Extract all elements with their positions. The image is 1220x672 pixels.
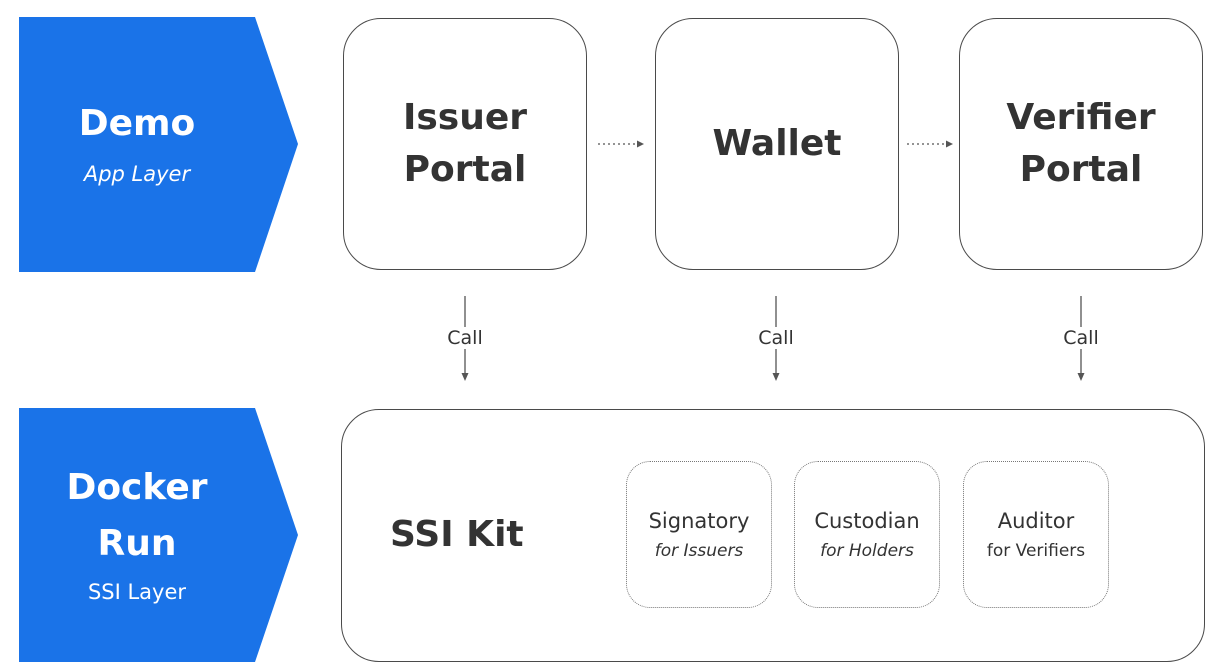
custodian-service: Custodian for Holders: [794, 461, 940, 608]
issuer-portal-box: Issuer Portal: [343, 18, 587, 270]
issuer-portal-label: Issuer Portal: [402, 97, 528, 190]
call-label: Call: [1051, 327, 1111, 349]
signatory-service: Signatory for Issuers: [626, 461, 772, 608]
wallet-label: Wallet: [712, 123, 842, 164]
wallet-call-connector: Call: [746, 296, 806, 382]
chevron-shape: [19, 17, 298, 272]
ssi-layer-subtitle: SSI Layer: [87, 580, 187, 604]
verifier-portal-label: Verifier Portal: [1006, 97, 1156, 190]
signatory-name: Signatory: [648, 508, 750, 533]
auditor-name: Auditor: [997, 508, 1075, 533]
auditor-service: Auditor for Verifiers: [963, 461, 1109, 608]
call-label: Call: [746, 327, 806, 349]
ssi-layer-title: Docker Run: [66, 467, 208, 564]
signatory-role: for Issuers: [654, 540, 744, 561]
ssi-kit-box: [341, 409, 1205, 662]
verifier-call-connector: Call: [1051, 296, 1111, 382]
ssi-kit-title: SSI Kit: [390, 514, 524, 555]
app-layer-subtitle: App Layer: [83, 162, 191, 186]
issuer-call-connector: Call: [435, 296, 495, 382]
issuer-to-wallet-arrow: [598, 140, 644, 148]
custodian-role: for Holders: [820, 540, 914, 561]
wallet-to-verifier-arrow: [907, 140, 953, 148]
ssi-layer-tag: Docker Run SSI Layer: [19, 408, 298, 662]
verifier-portal-box: Verifier Portal: [959, 18, 1203, 270]
app-layer-tag: Demo App Layer: [19, 17, 298, 272]
chevron-shape: [19, 408, 298, 662]
call-label: Call: [435, 327, 495, 349]
auditor-role: for Verifiers: [986, 540, 1086, 561]
wallet-box: Wallet: [655, 18, 899, 270]
custodian-name: Custodian: [814, 508, 920, 533]
app-layer-title: Demo: [78, 103, 196, 144]
